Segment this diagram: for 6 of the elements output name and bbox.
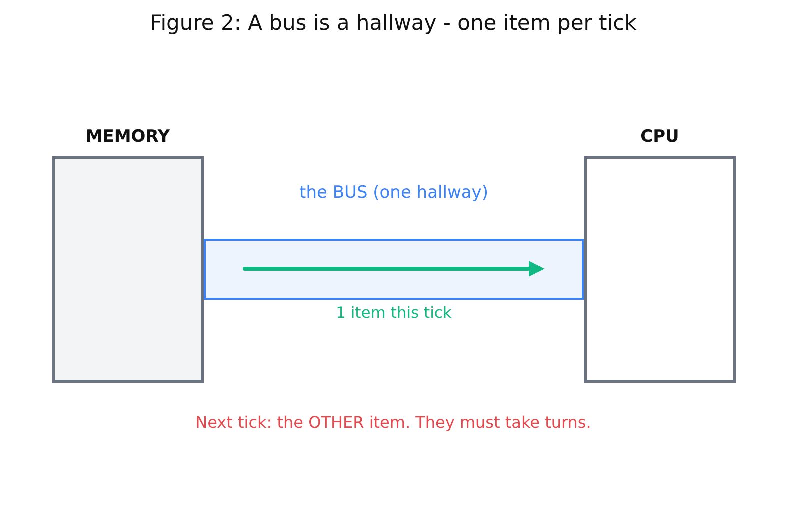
note-text: Next tick: the OTHER item. They must take turns.	[194, 413, 592, 432]
bus-label: the BUS (one hallway)	[298, 183, 490, 203]
figure-title: Figure 2: A bus is a hallway - one item per tick	[149, 11, 638, 35]
bus-caption: 1 item this tick	[335, 304, 453, 322]
box-heading: CPU	[640, 127, 680, 147]
box-heading: MEMORY	[84, 127, 172, 147]
